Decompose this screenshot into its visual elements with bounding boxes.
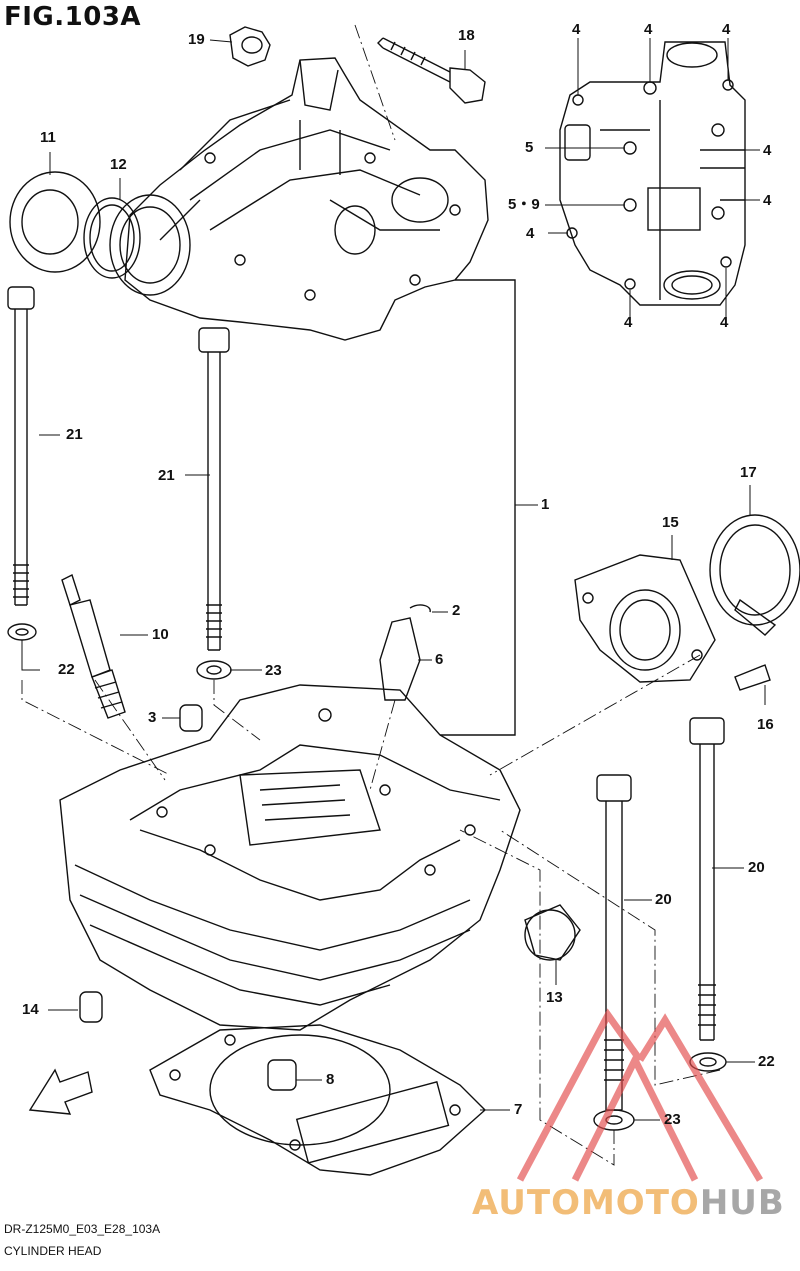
part-1-leader [440,279,516,736]
part-label: 4 [720,314,729,331]
part-label: 17 [740,464,757,481]
part-label: 21 [66,426,83,443]
part-20-drawing [596,717,725,1111]
part-label: 6 [435,651,444,668]
part-2-drawing [409,604,431,613]
figure-title: FIG.103A [4,2,142,32]
part-label: 13 [546,989,563,1006]
part-label: 12 [110,156,127,173]
part-3-drawing [179,704,203,732]
part-11-12-drawing [9,171,141,279]
part-label: 2 [452,602,461,619]
diagram-name: CYLINDER HEAD [4,1244,102,1258]
part-label: 7 [514,1101,523,1118]
part-label: 1 [541,496,550,513]
part-label: 22 [758,1053,775,1070]
part-label: 20 [748,859,765,876]
head-cover-drawing [109,57,489,341]
part-label: 8 [326,1071,335,1088]
part-label: 14 [22,1001,39,1018]
part-label: 5・9 [508,196,540,213]
part-label: 5 [525,139,534,156]
fwd-arrow-icon [28,1068,93,1115]
part-label: 21 [158,467,175,484]
part-label: 16 [757,716,774,733]
part-label: 4 [526,225,535,242]
cover-bottom-view-drawing [559,41,746,306]
part-7-drawing [149,1024,487,1176]
assembly-lines [21,24,721,1166]
watermark-part1: AUTOMOTO [472,1183,700,1223]
part-18-drawing [377,37,486,104]
diagram-code: DR-Z125M0_E03_E28_103A [4,1222,161,1236]
part-label: 23 [265,662,282,679]
part-label: 4 [572,21,581,38]
part-19-drawing [229,26,271,67]
part-23-washer [196,660,232,680]
cylinder-head-drawing [59,684,521,1031]
part-21-drawing [7,286,230,651]
part-label: 4 [624,314,633,331]
part-10-drawing [61,574,126,719]
part-17-drawing [709,514,800,636]
part-label: 19 [188,31,205,48]
watermark-text: AUTOMOTOHUB [472,1183,785,1223]
part-16-drawing [734,664,771,691]
watermark-part2: HUB [699,1183,785,1223]
part-label: 3 [148,709,157,726]
part-label: 11 [40,129,56,146]
part-13-drawing [524,904,581,961]
part-label: 18 [458,27,475,44]
part-label: 20 [655,891,672,908]
part-15-drawing [574,554,716,683]
part-label: 10 [152,626,169,643]
part-label: 15 [662,514,679,531]
part-6-drawing [379,617,421,701]
part-label: 4 [644,21,653,38]
watermark-logo [516,1008,764,1182]
leader-lines [21,38,766,1121]
part-14-drawing [79,991,103,1023]
part-label: 22 [58,661,75,678]
part-label: 23 [664,1111,681,1128]
part-label: 4 [763,192,772,209]
part-label: 4 [763,142,772,159]
part-label: 4 [722,21,731,38]
part-8-drawing [267,1059,297,1091]
part-22-washer [7,623,37,641]
